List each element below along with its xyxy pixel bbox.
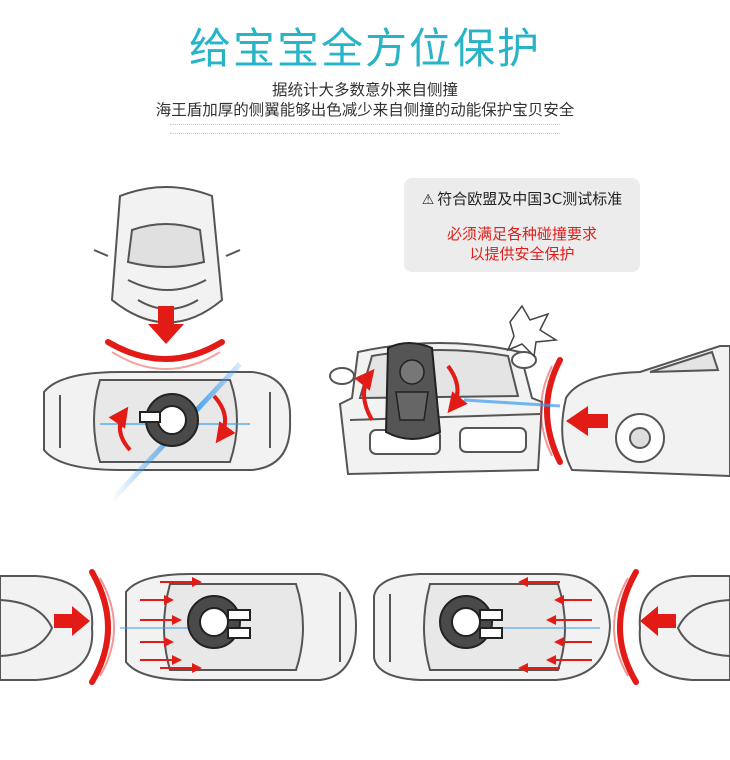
scene-side-impact-front-view: [298, 304, 730, 478]
arrow-right-red-left: [54, 606, 90, 636]
notice-title: ⚠符合欧盟及中国3C测试标准: [404, 188, 640, 211]
rotation-arrow-right: [212, 394, 236, 444]
arrow-left-red-right: [640, 606, 676, 636]
scene-bottom-left: [0, 534, 358, 728]
scene-bottom-right: [373, 534, 730, 728]
rotation-arrow-front-right: [446, 364, 468, 414]
force-arrows-right: [518, 577, 592, 673]
notice-line-2: 以提供安全保护: [469, 245, 575, 263]
notice-title-text: 符合欧盟及中国3C测试标准: [437, 190, 623, 208]
notice-body: 必须满足各种碰撞要求 以提供安全保护: [404, 224, 640, 264]
impact-arc-right: [617, 569, 639, 685]
subtitle-line-1: 据统计大多数意外来自侧撞: [271, 81, 458, 99]
force-arrows-left: [140, 577, 202, 673]
arrow-left-red-side: [566, 406, 608, 436]
fine-print-line-1: [170, 124, 560, 127]
child-seat-top-1: [139, 393, 199, 447]
notice-line-1: 必须满足各种碰撞要求: [446, 225, 597, 243]
child-seat-top-2: [187, 595, 251, 649]
rotation-arrow-left: [108, 406, 132, 452]
standard-notice-box: ⚠符合欧盟及中国3C测试标准 必须满足各种碰撞要求 以提供安全保护: [404, 178, 640, 272]
fine-print-line-2: [170, 133, 560, 136]
side-striking-car: [561, 345, 730, 478]
subtitle-line-2: 海王盾加厚的侧翼能够出色减少来自侧撞的动能保护宝贝安全: [155, 101, 575, 119]
impact-arc-top: [105, 339, 225, 362]
impact-arc-side: [544, 357, 563, 465]
page-title: 给宝宝全方位保护: [188, 24, 541, 73]
striking-car-right: [638, 575, 730, 681]
rotation-arrow-front-left: [354, 368, 375, 421]
striking-car-top: [93, 186, 241, 324]
child-seat-top-3: [439, 595, 503, 649]
scene-top-impact: [43, 186, 292, 502]
arrow-down-red: [148, 306, 184, 344]
impact-arc-left: [89, 569, 111, 685]
warning-triangle-icon: ⚠: [421, 192, 435, 208]
child-seat-front: [384, 342, 442, 440]
striking-car-left: [0, 575, 94, 681]
impact-burst-icon: [506, 304, 559, 358]
